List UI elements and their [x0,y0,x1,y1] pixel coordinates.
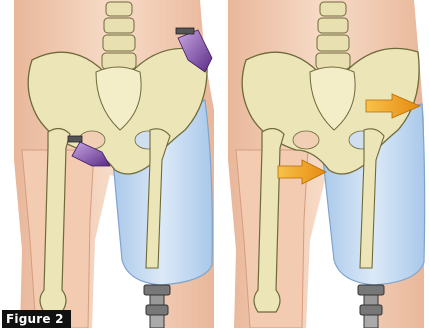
right-panel [228,0,425,328]
figure-caption: Figure 2 [2,310,71,328]
spine [316,2,350,69]
left-panel [0,0,214,328]
spine [102,2,136,69]
